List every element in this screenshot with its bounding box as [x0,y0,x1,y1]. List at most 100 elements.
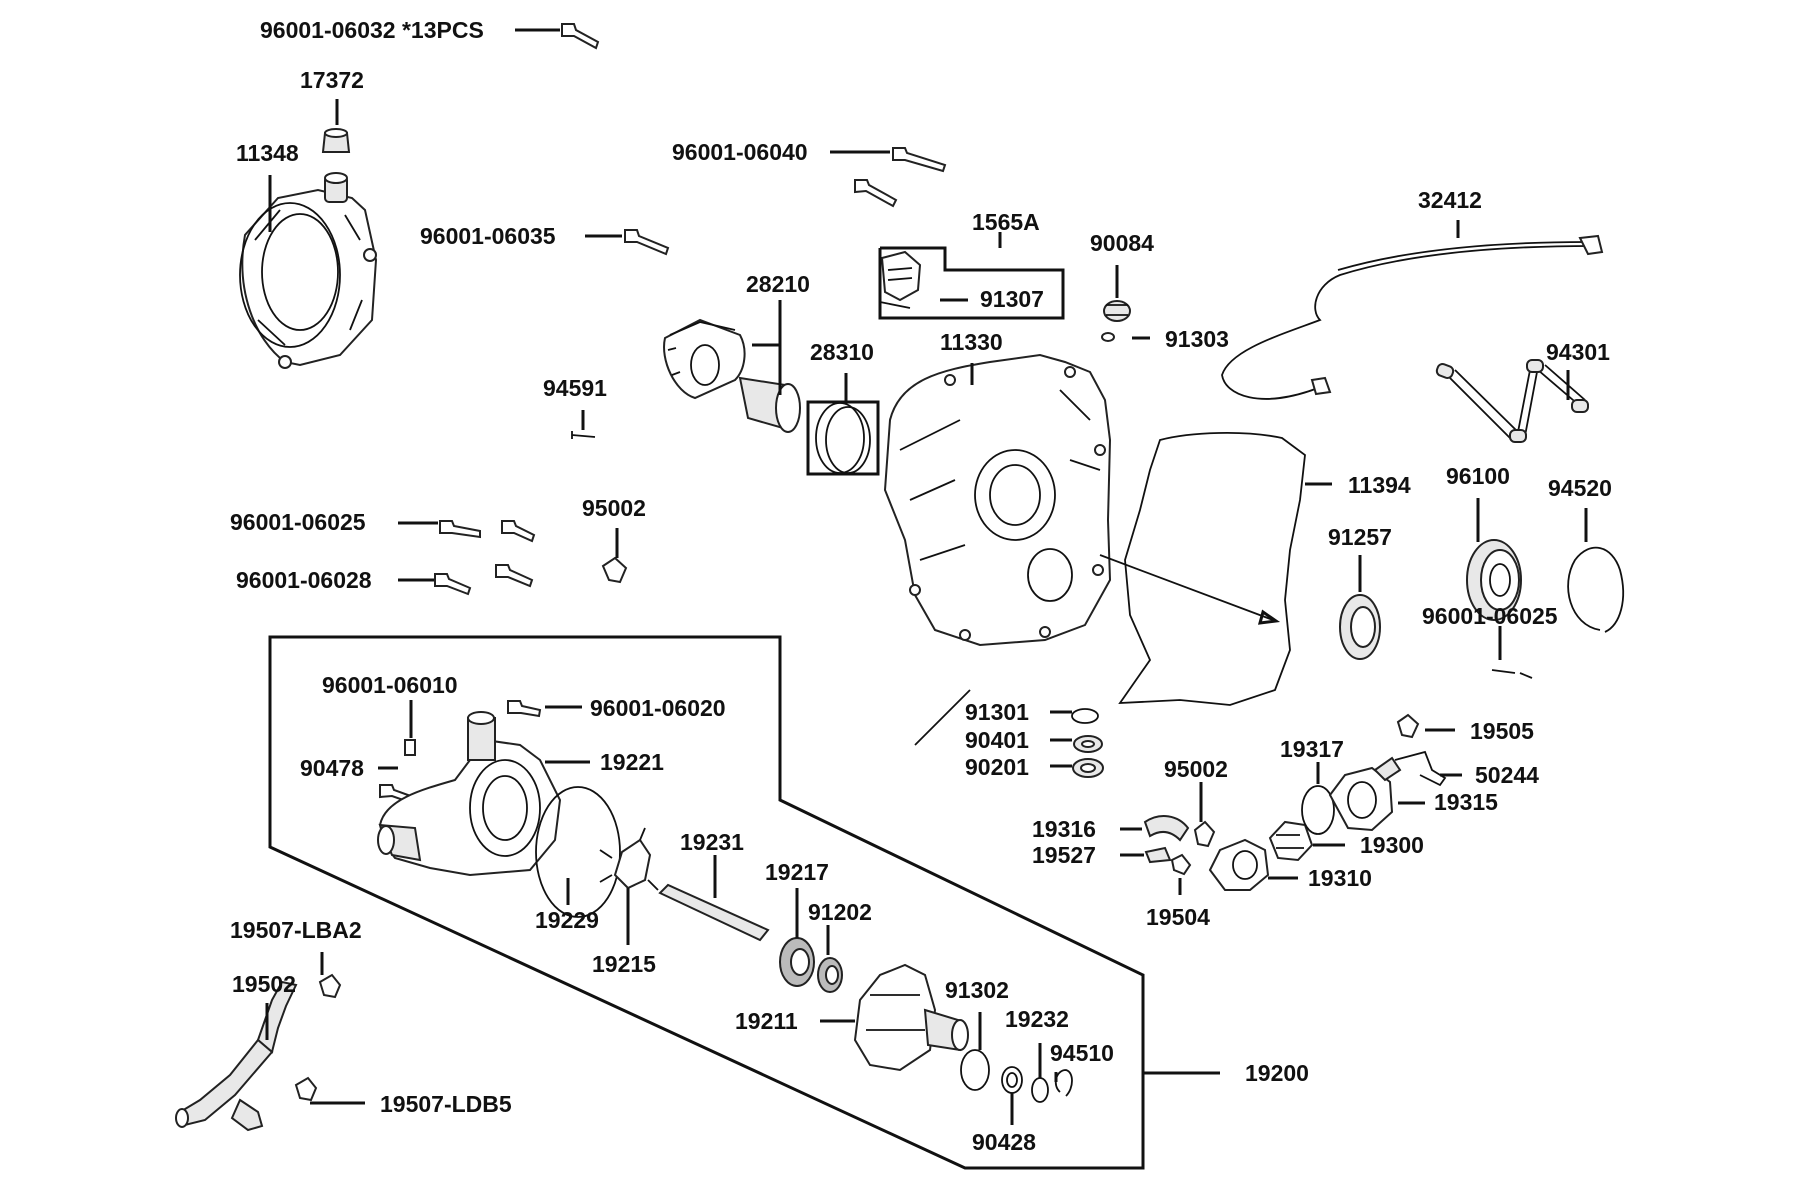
part-19215-impeller [599,827,659,891]
part-19316-hose [1143,815,1190,842]
label-94510: 94510 [1050,1040,1114,1066]
label-19317: 19317 [1280,736,1344,762]
part-19232-washer [1031,1077,1049,1103]
part-95002-clamp-b [1193,820,1216,848]
part-19504-clamp [1170,853,1192,876]
label-19316: 19316 [1032,816,1096,842]
label-96100: 96100 [1446,463,1510,489]
label-96001-06025-left: 96001-06025 [230,509,366,535]
label-94301: 94301 [1546,339,1610,365]
label-19215: 19215 [592,951,656,977]
part-1565A-cap [879,250,922,309]
label-19300: 19300 [1360,832,1424,858]
label-19211: 19211 [735,1008,798,1034]
label-28310: 28310 [810,339,874,365]
part-11330-case-cover [883,353,1112,647]
screws [379,23,947,803]
label-19229: 19229 [535,907,599,933]
label-91303: 91303 [1165,326,1229,352]
part-11394-gasket [1118,432,1306,706]
part-11348-cover [239,172,378,369]
label-96001-06028: 96001-06028 [236,567,372,593]
label-91302: 91302 [945,977,1009,1003]
label-96001-06035: 96001-06035 [420,223,556,249]
label-90084: 90084 [1090,230,1154,256]
part-19229-oring [535,786,621,918]
box-28310 [806,400,880,476]
label-90201: 90201 [965,754,1029,780]
label-96001-06010: 96001-06010 [322,672,458,698]
label-19232: 19232 [1005,1006,1069,1032]
label-11330: 11330 [940,329,1003,355]
label-91202: 91202 [808,899,872,925]
label-96001-06032: 96001-06032 *13PCS [260,17,484,43]
part-19507-LDB5-clamp [294,1076,318,1102]
part-91257-seal [1339,594,1381,660]
label-96001-06020: 96001-06020 [590,695,726,721]
part-19217-seal [779,937,815,987]
part-19300-thermostat [1268,820,1314,862]
bracket-1565A [878,246,1065,320]
label-50244: 50244 [1475,762,1539,788]
part-washers-stack [1071,708,1104,778]
part-19527-hose [1144,846,1172,864]
label-94520: 94520 [1548,475,1612,501]
label-19200: 19200 [1245,1060,1309,1086]
part-pin-right [1491,669,1533,679]
part-94301-links [1435,359,1589,443]
part-95002-clamp [601,556,628,584]
label-90401: 90401 [965,727,1029,753]
label-91307: 91307 [980,286,1044,312]
part-50244-bracket [1394,750,1447,787]
label-19504: 19504 [1146,904,1210,930]
label-1565A: 1565A [972,209,1040,235]
label-91301: 91301 [965,699,1029,725]
label-95002-right: 95002 [1164,756,1228,782]
label-19231: 19231 [680,829,744,855]
label-95002-left: 95002 [582,495,646,521]
label-17372: 17372 [300,67,364,93]
part-19502-hose [175,980,298,1132]
label-28210: 28210 [746,271,810,297]
part-94520-circlip [1567,546,1624,633]
label-19507-LDB5: 19507-LDB5 [380,1091,512,1117]
label-32412: 32412 [1418,187,1482,213]
part-19221-pump-housing [377,711,562,877]
label-19310: 19310 [1308,865,1372,891]
label-19217: 19217 [765,859,829,885]
label-11348: 11348 [236,140,299,166]
part-96100-bearing [1466,539,1522,621]
part-90084-plug [1101,300,1131,342]
label-90478: 90478 [300,755,364,781]
part-28210-gear [663,318,801,433]
label-96001-06040: 96001-06040 [672,139,808,165]
label-91257: 91257 [1328,524,1392,550]
label-19315: 19315 [1434,789,1498,815]
part-labels: 96001-06032 *13PCS 17372 11348 96001-060… [230,17,1612,1155]
leader-lines [265,28,1588,1125]
part-19231-shaft [658,883,770,942]
label-94591: 94591 [543,375,607,401]
part-94510-clip [1054,1069,1073,1097]
part-19317-oring [1301,785,1335,835]
part-19505-clamp [1396,713,1420,739]
part-28310-rings [815,402,871,474]
part-19315-cover [1328,756,1402,832]
label-96001-06025-right: 96001-06025 [1422,603,1558,629]
label-11394: 11394 [1348,472,1411,498]
part-90428-washer [1001,1066,1023,1094]
part-91302-oring [960,1049,990,1091]
label-19221: 19221 [600,749,664,775]
part-19507-LBA2-clamp [318,973,342,999]
label-19507-LBA2: 19507-LBA2 [230,917,362,943]
part-19211-gear-housing [853,963,969,1072]
part-17372-cap [321,128,351,153]
label-19502: 19502 [232,971,296,997]
part-32412-cable [1221,234,1604,400]
label-90428: 90428 [972,1129,1036,1155]
label-19527: 19527 [1032,842,1096,868]
label-19505: 19505 [1470,718,1534,744]
part-19310-housing [1208,838,1270,891]
part-94591-pin [571,431,596,439]
